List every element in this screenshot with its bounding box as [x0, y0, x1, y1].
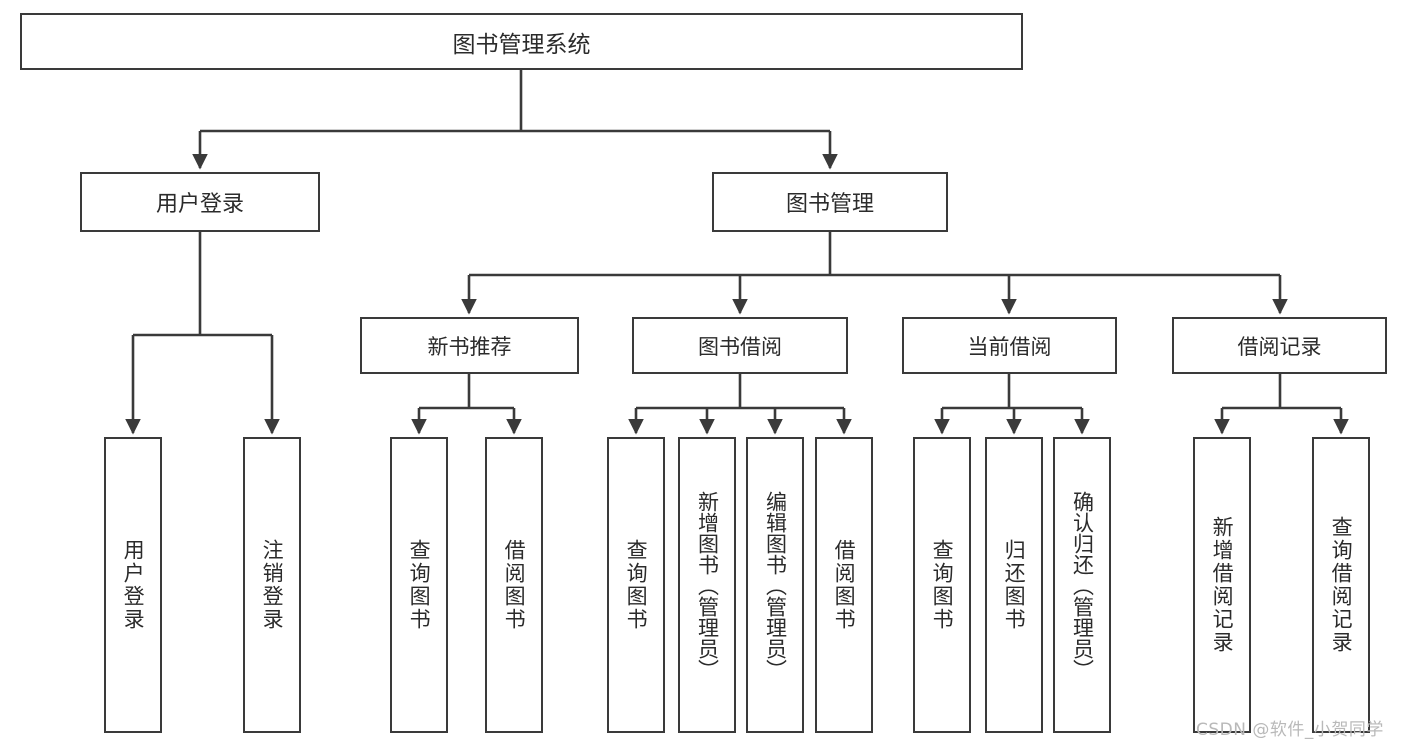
- leaf-user-login[interactable]: 用户登录: [104, 437, 162, 733]
- leaf-borrow-book-recommend[interactable]: 借阅图书: [485, 437, 543, 733]
- leaf-add-book-admin[interactable]: 新增图书（管理员）: [678, 437, 736, 733]
- node-current-borrow-label: 当前借阅: [967, 334, 1052, 359]
- node-new-book-recommend-label: 新书推荐: [427, 334, 512, 359]
- node-user-login-label: 用户登录: [155, 192, 244, 217]
- node-borrow-record-label: 借阅记录: [1237, 334, 1322, 359]
- leaf-logout-login[interactable]: 注销登录: [243, 437, 301, 733]
- node-root-label: 图书管理系统: [452, 31, 591, 58]
- leaf-confirm-return-admin-label: 确认归还（管理员）: [1070, 490, 1095, 680]
- leaf-add-borrow-record[interactable]: 新增借阅记录: [1193, 437, 1251, 733]
- node-user-login[interactable]: 用户登录: [80, 172, 320, 232]
- leaf-query-book-current-label: 查询图书: [930, 539, 955, 631]
- leaf-query-book-recommend[interactable]: 查询图书: [390, 437, 448, 733]
- watermark-text: CSDN @软件_小贺同学: [1196, 720, 1384, 740]
- leaf-query-borrow-record-label: 查询借阅记录: [1329, 516, 1354, 654]
- leaf-query-book-borrow[interactable]: 查询图书: [607, 437, 665, 733]
- node-book-management-label: 图书管理: [785, 192, 874, 217]
- leaf-query-borrow-record[interactable]: 查询借阅记录: [1312, 437, 1370, 733]
- leaf-return-book-label: 归还图书: [1002, 539, 1027, 631]
- leaf-logout-login-label: 注销登录: [260, 539, 285, 631]
- leaf-user-login-label: 用户登录: [121, 539, 146, 631]
- leaf-query-book-borrow-label: 查询图书: [624, 539, 649, 631]
- leaf-query-book-current[interactable]: 查询图书: [913, 437, 971, 733]
- leaf-edit-book-admin[interactable]: 编辑图书（管理员）: [746, 437, 804, 733]
- node-current-borrow[interactable]: 当前借阅: [902, 317, 1117, 374]
- leaf-borrow-book[interactable]: 借阅图书: [815, 437, 873, 733]
- node-new-book-recommend[interactable]: 新书推荐: [360, 317, 579, 374]
- leaf-add-borrow-record-label: 新增借阅记录: [1210, 516, 1235, 654]
- leaf-return-book[interactable]: 归还图书: [985, 437, 1043, 733]
- node-book-borrow-label: 图书借阅: [698, 334, 782, 359]
- watermark: CSDN @软件_小贺同学: [1196, 715, 1384, 740]
- node-root[interactable]: 图书管理系统: [20, 13, 1023, 70]
- node-book-management[interactable]: 图书管理: [712, 172, 948, 232]
- leaf-borrow-book-label: 借阅图书: [832, 539, 857, 631]
- leaf-confirm-return-admin[interactable]: 确认归还（管理员）: [1053, 437, 1111, 733]
- node-borrow-record[interactable]: 借阅记录: [1172, 317, 1387, 374]
- leaf-borrow-book-recommend-label: 借阅图书: [502, 539, 527, 631]
- leaf-edit-book-admin-label: 编辑图书（管理员）: [763, 490, 788, 680]
- node-book-borrow[interactable]: 图书借阅: [632, 317, 848, 374]
- leaf-query-book-recommend-label: 查询图书: [407, 539, 432, 631]
- leaf-add-book-admin-label: 新增图书（管理员）: [695, 490, 720, 680]
